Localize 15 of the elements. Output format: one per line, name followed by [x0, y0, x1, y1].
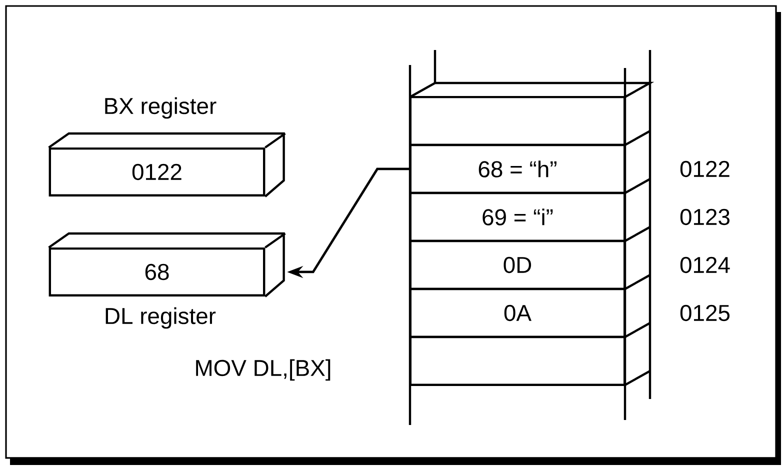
memory-cell: 0D — [409, 240, 626, 290]
instruction-label: MOV DL,[BX] — [196, 359, 330, 381]
memory-cell — [409, 336, 626, 386]
address-label: 0122 — [680, 160, 730, 178]
memory-cell: 69 = “i” — [409, 192, 626, 242]
register-label: BX register — [105, 97, 216, 119]
register-box: 68 — [48, 232, 286, 298]
register-label: DL register — [106, 307, 216, 329]
address-label: 0125 — [680, 304, 730, 322]
memory-cell: 68 = “h” — [409, 144, 626, 194]
memory-cell: 0A — [409, 288, 626, 338]
memory-cell — [409, 96, 626, 146]
register-box: 0122 — [48, 132, 286, 198]
address-label: 0124 — [680, 256, 730, 274]
address-label: 0123 — [680, 208, 730, 226]
